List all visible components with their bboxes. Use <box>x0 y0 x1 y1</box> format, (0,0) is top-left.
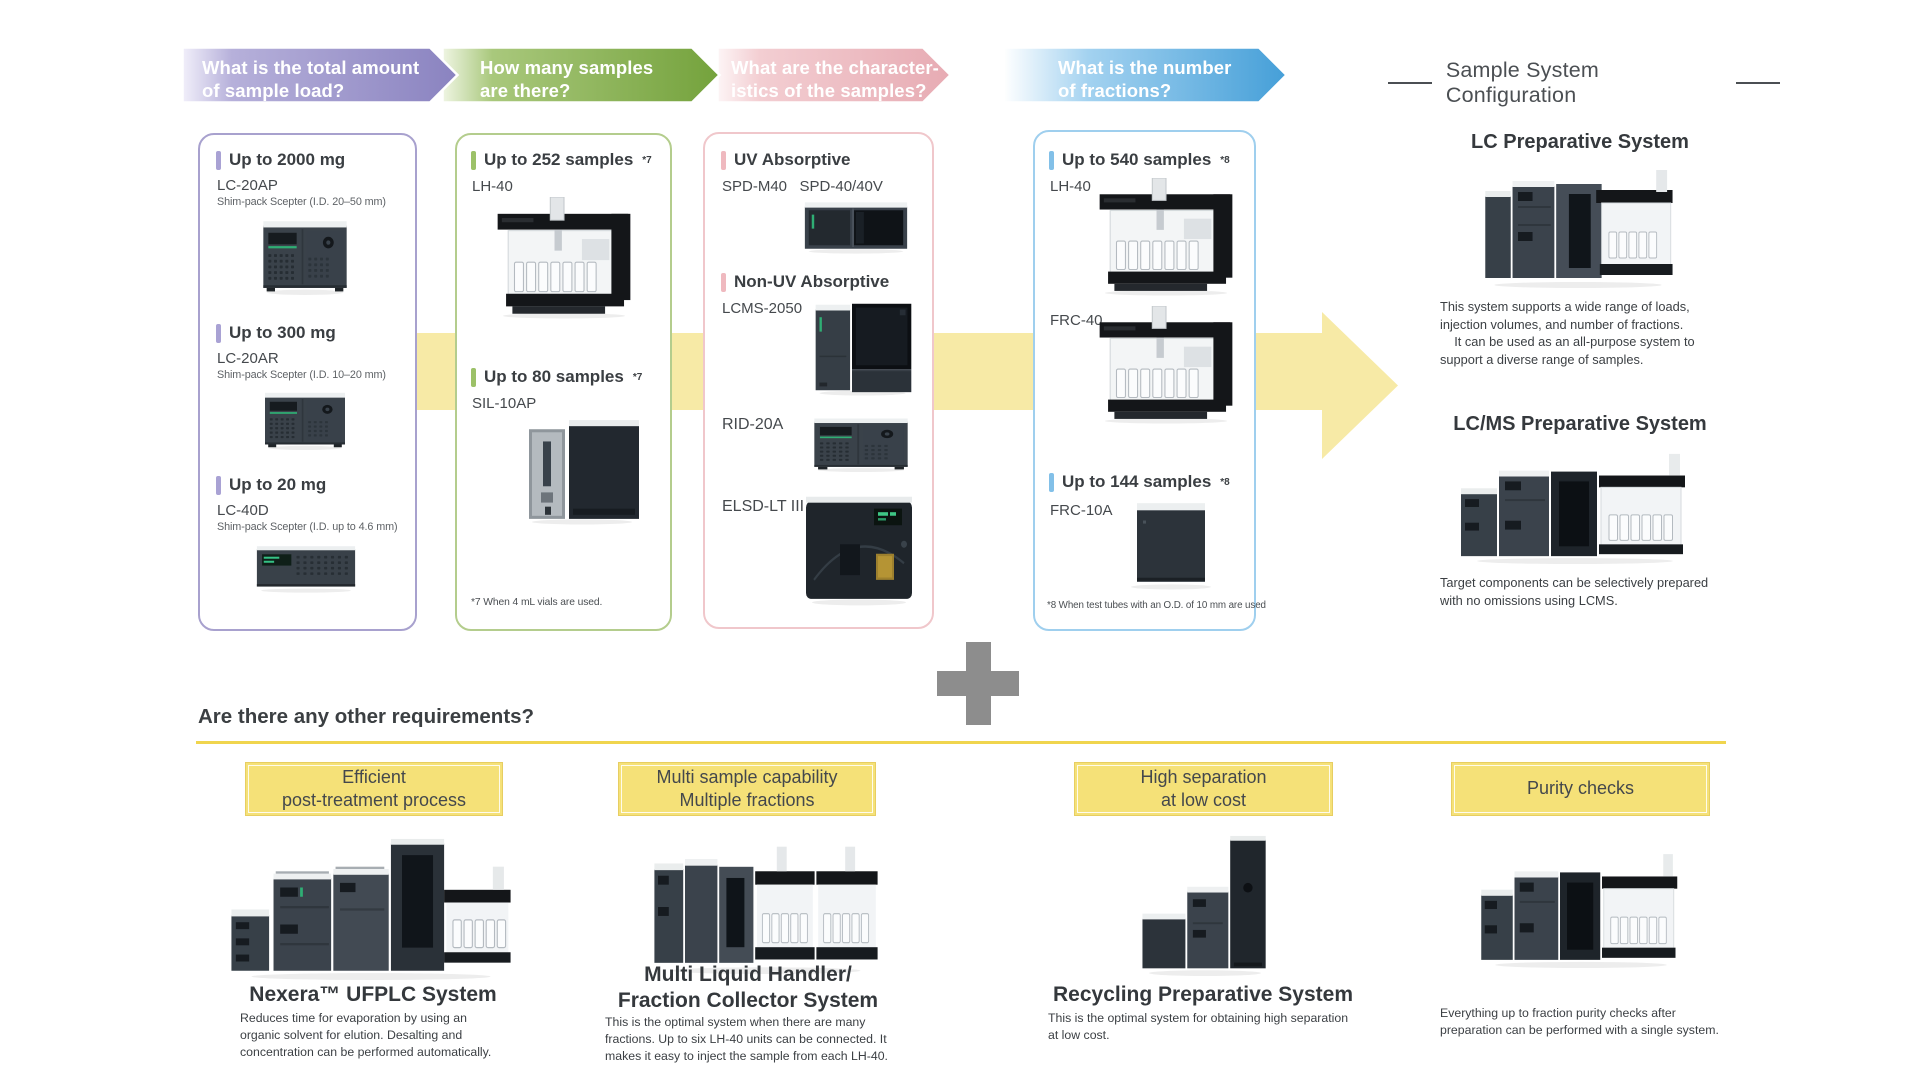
badge-purity-checks: Purity checks <box>1451 762 1710 816</box>
lc-20ap-image <box>255 215 355 295</box>
nexera-ufplc-image <box>227 832 515 980</box>
chevron-label-characteristics: What are the character- istics of the sa… <box>731 57 939 101</box>
lc-prep-title: LC Preparative System <box>1471 131 1689 153</box>
fractions-item-1-headline: Up to 540 samples*8 <box>1049 150 1230 170</box>
chevron-shape-characteristics <box>716 46 953 104</box>
fractions-item-3-model: FRC-10A <box>1050 502 1113 519</box>
purity-desc: Everything up to fraction purity checks … <box>1440 1006 1719 1037</box>
char-item-3-model: RID-20A <box>722 416 784 433</box>
sil-10ap-image <box>517 417 647 525</box>
config-title: Sample System Configuration <box>1445 58 1600 107</box>
load-item-1-model: LC-20AP <box>217 177 278 194</box>
multi-handler-image <box>649 840 883 974</box>
multi-handler-desc: This is the optimal system when there ar… <box>605 1015 888 1063</box>
char-item-2-model: LCMS-2050 <box>722 300 803 317</box>
samples-item-1-headline: Up to 252 samples*7 <box>471 150 652 170</box>
recycling-desc: This is the optimal system for obtaining… <box>1048 1011 1349 1042</box>
load-item-1-sub: Shim-pack Scepter (I.D. 20–50 mm) <box>217 196 386 208</box>
box-sample-count: Up to 252 samples*7 LH-40 Up to 80 sampl… <box>455 133 672 631</box>
samples-item-2-headline: Up to 80 samples*7 <box>471 367 642 387</box>
config-title-row: Sample System Configuration <box>1388 58 1781 108</box>
nexera-desc: Reduces time for evaporation by using an… <box>240 1011 492 1059</box>
load-item-2-model: LC-20AR <box>217 350 279 367</box>
requirements-heading: Are there any other requirements? <box>198 705 535 728</box>
pink-tick-icon <box>721 272 726 292</box>
fractions-item-3-headline: Up to 144 samples*8 <box>1049 472 1230 492</box>
lc-prep-desc: This system supports a wide range of loa… <box>1440 299 1695 367</box>
lc-20ar-image <box>257 388 353 450</box>
load-item-1-headline: Up to 2000 mg <box>216 150 345 170</box>
blue-tick-icon <box>1049 150 1054 170</box>
frc-40-image <box>1087 306 1245 424</box>
fractions-item-1-model: LH-40 <box>1050 178 1091 195</box>
load-item-2-headline: Up to 300 mg <box>216 323 336 343</box>
lcms-prep-image <box>1455 448 1695 564</box>
chevron-shape-load <box>181 46 460 104</box>
spd-image <box>797 198 915 254</box>
load-item-2-sub: Shim-pack Scepter (I.D. 10–20 mm) <box>217 369 386 381</box>
title-dash-right <box>1736 81 1781 85</box>
chevron-label-fractions: What is the number of fractions? <box>1058 57 1232 101</box>
load-item-3-model: LC-40D <box>217 502 269 519</box>
samples-item-2-model: SIL-10AP <box>472 395 537 412</box>
purple-tick-icon <box>216 323 221 343</box>
lc-40d-image <box>250 543 362 593</box>
green-tick-icon <box>471 150 476 170</box>
elsd-image <box>800 492 918 606</box>
frc-10a-image <box>1121 496 1221 590</box>
lcms-prep-desc: Target components can be selectively pre… <box>1440 575 1709 608</box>
char-item-1-headline: UV Absorptive <box>721 150 851 170</box>
fractions-lh-40-image <box>1087 178 1245 296</box>
lcms-2050-image <box>808 298 918 396</box>
multi-handler-title: Multi Liquid Handler/ Fraction Collector… <box>617 963 879 1012</box>
purity-image <box>1476 848 1686 968</box>
lc-prep-image <box>1478 166 1678 288</box>
chevron-label-samples: How many samples are there? <box>480 57 654 101</box>
nexera-title: Nexera™ UFPLC System <box>249 983 497 1006</box>
badge-multi-sample: Multi sample capability Multiple fractio… <box>618 762 876 816</box>
recycling-image <box>1135 834 1275 976</box>
recycling-title: Recycling Preparative System <box>1053 983 1353 1006</box>
badge-post-treatment: Efficient post-treatment process <box>245 762 503 816</box>
char-item-4-model: ELSD-LT III <box>722 498 805 515</box>
purple-tick-icon <box>216 475 221 495</box>
badge-high-separation: High separation at low cost <box>1074 762 1333 816</box>
lcms-prep-title: LC/MS Preparative System <box>1453 413 1707 435</box>
samples-footnote: *7 When 4 mL vials are used. <box>471 597 603 608</box>
samples-item-1-model: LH-40 <box>472 178 513 195</box>
fractions-footnote: *8 When test tubes with an O.D. of 10 mm… <box>1047 600 1266 611</box>
char-item-2-headline: Non-UV Absorptive <box>721 272 889 292</box>
char-item-1-model: SPD-M40 SPD-40/40V <box>722 178 883 195</box>
box-characteristics: UV Absorptive SPD-M40 SPD-40/40V Non-UV … <box>703 132 934 629</box>
green-tick-icon <box>471 367 476 387</box>
lh-40-image <box>485 197 643 319</box>
box-fractions: Up to 540 samples*8 LH-40 FRC-40 Up to 1… <box>1033 130 1266 631</box>
title-dash-left <box>1388 81 1432 85</box>
yellow-divider <box>196 741 1726 744</box>
load-item-3-sub: Shim-pack Scepter (I.D. up to 4.6 mm) <box>217 521 398 533</box>
purple-tick-icon <box>216 150 221 170</box>
blue-tick-icon <box>1049 472 1054 492</box>
load-item-3-headline: Up to 20 mg <box>216 475 326 495</box>
rid-20a-image <box>805 414 917 472</box>
fractions-item-2-model: FRC-40 <box>1050 312 1103 329</box>
chevron-shape-fractions <box>1002 46 1289 104</box>
chevron-label-load: What is the total amount of sample load? <box>202 57 420 101</box>
chevron-shape-samples <box>441 46 722 104</box>
box-sample-load: Up to 2000 mg LC-20AP Shim-pack Scepter … <box>198 133 417 631</box>
pink-tick-icon <box>721 150 726 170</box>
